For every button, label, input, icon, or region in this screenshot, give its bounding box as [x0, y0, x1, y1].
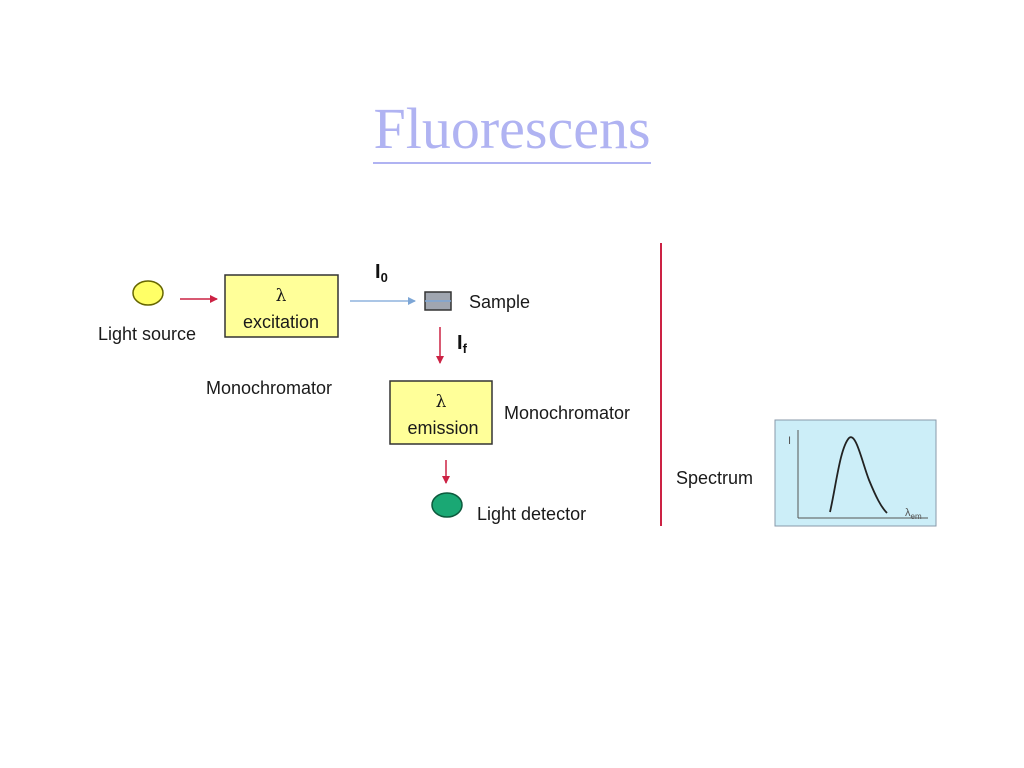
light-detector-icon: [431, 492, 463, 518]
emission-box: λ emission: [389, 380, 493, 445]
excitation-lambda-symbol: λ: [276, 286, 287, 306]
monochromator-2-label: Monochromator: [504, 403, 630, 423]
excitation-box-text: excitation: [243, 312, 319, 332]
light-detector-label: Light detector: [477, 504, 586, 524]
spectrum-x-axis-label: λem: [905, 507, 922, 521]
light-source-label: Light source: [98, 324, 196, 344]
spectrum-label: Spectrum: [676, 468, 753, 488]
sample-label: Sample: [469, 292, 530, 312]
if-label: If: [457, 332, 468, 356]
spectrum-plot: I λem: [774, 419, 937, 527]
i0-label: I0: [375, 261, 388, 285]
slide-title: Fluorescens: [0, 96, 1024, 164]
monochromator-1-label: Monochromator: [206, 378, 332, 398]
spectrum-curve: [829, 436, 888, 514]
spectrum-y-axis-label: I: [788, 435, 791, 447]
light-source-icon: [132, 280, 164, 306]
excitation-box: λ excitation: [224, 274, 339, 338]
emission-box-text: emission: [407, 418, 478, 438]
slide-title-text: Fluorescens: [373, 96, 651, 164]
emission-lambda-symbol: λ: [436, 392, 447, 412]
sample-icon: [424, 291, 452, 311]
spectrum-plot-background: [774, 419, 937, 527]
